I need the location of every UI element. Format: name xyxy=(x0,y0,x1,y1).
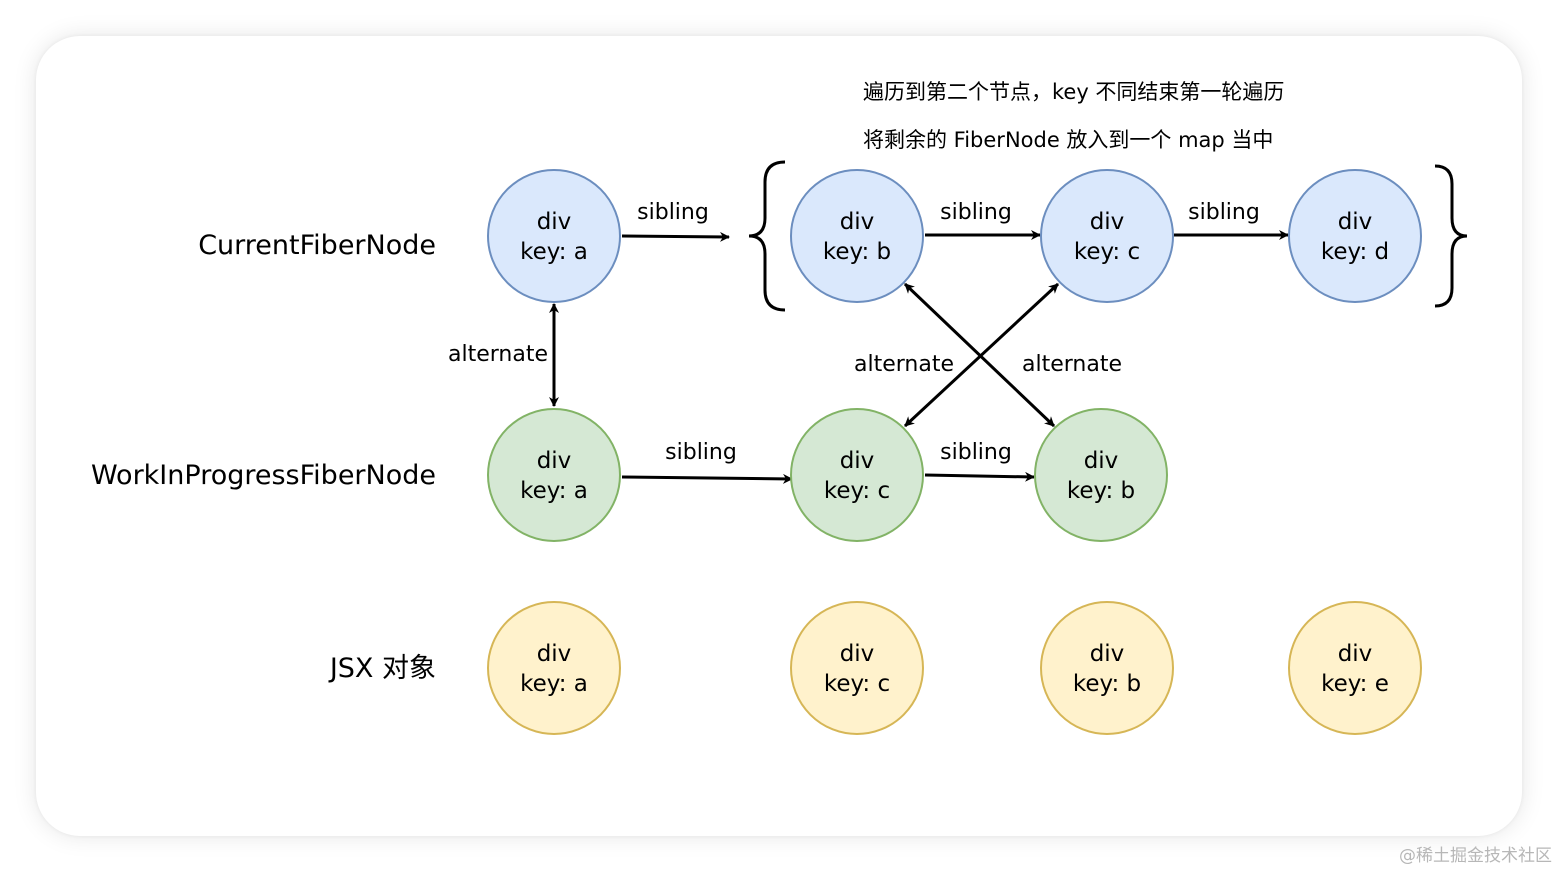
edge-sibling-wip-a xyxy=(621,473,793,484)
node-wip-c: div key: c xyxy=(790,408,924,542)
node-type-label: div xyxy=(1338,641,1373,667)
node-key-label: key: b xyxy=(1067,478,1135,504)
node-cur-d: div key: d xyxy=(1288,169,1422,303)
node-key-label: key: a xyxy=(520,671,588,697)
node-type-label: div xyxy=(1084,448,1119,474)
node-wip-a: div key: a xyxy=(487,408,621,542)
node-circle xyxy=(487,169,621,303)
right-brace xyxy=(1434,164,1468,308)
annotation-line-2: 将剩余的 FiberNode 放入到一个 map 当中 xyxy=(863,128,1273,152)
node-type-label: div xyxy=(840,448,875,474)
edge-label-sibling-wip-a: sibling xyxy=(665,440,737,465)
node-circle xyxy=(1288,169,1422,303)
node-wip-b: div key: b xyxy=(1034,408,1168,542)
node-key-label: key: b xyxy=(823,239,891,265)
node-cur-b: div key: b xyxy=(790,169,924,303)
node-circle xyxy=(1288,601,1422,735)
edge-label-alternate-a: alternate xyxy=(448,342,548,367)
node-key-label: key: a xyxy=(520,478,588,504)
node-circle xyxy=(1040,169,1174,303)
node-circle xyxy=(1040,601,1174,735)
node-key-label: key: b xyxy=(1073,671,1141,697)
node-type-label: div xyxy=(840,209,875,235)
node-type-label: div xyxy=(1090,641,1125,667)
row-label-wip: WorkInProgressFiberNode xyxy=(91,460,436,491)
node-circle xyxy=(790,408,924,542)
node-circle xyxy=(790,601,924,735)
node-jsx-c: div key: c xyxy=(790,601,924,735)
node-key-label: key: e xyxy=(1321,671,1389,697)
edge-label-alternate-b: alternate xyxy=(1022,352,1122,377)
edge-label-sibling-wip-c: sibling xyxy=(940,440,1012,465)
row-label-current: CurrentFiberNode xyxy=(198,230,436,261)
edge-label-sibling-cur-a: sibling xyxy=(637,200,709,225)
node-key-label: key: d xyxy=(1321,239,1389,265)
edge-sibling-wip-c xyxy=(924,471,1035,482)
edge-label-alternate-c: alternate xyxy=(854,352,954,377)
node-key-label: key: c xyxy=(1074,239,1140,265)
node-type-label: div xyxy=(1338,209,1373,235)
node-circle xyxy=(790,169,924,303)
edge-label-sibling-cur-b: sibling xyxy=(940,200,1012,225)
watermark: @稀土掘金技术社区 xyxy=(1399,846,1552,866)
edge-label-sibling-cur-c: sibling xyxy=(1188,200,1260,225)
node-key-label: key: c xyxy=(824,671,890,697)
edge-alternate-c xyxy=(903,282,1060,428)
edge-sibling-cur-a xyxy=(621,231,730,242)
node-key-label: key: c xyxy=(824,478,890,504)
annotation-line-1: 遍历到第二个节点，key 不同结束第一轮遍历 xyxy=(863,80,1284,104)
nodes-layer: div key: a div key: b div key: c div key: d div k… xyxy=(487,169,1422,735)
node-type-label: div xyxy=(1090,209,1125,235)
row-label-jsx: JSX 对象 xyxy=(328,653,436,684)
node-circle xyxy=(487,408,621,542)
node-type-label: div xyxy=(537,209,572,235)
node-jsx-b: div key: b xyxy=(1040,601,1174,735)
node-circle xyxy=(487,601,621,735)
node-type-label: div xyxy=(537,641,572,667)
node-jsx-e: div key: e xyxy=(1288,601,1422,735)
node-type-label: div xyxy=(840,641,875,667)
left-brace xyxy=(748,160,786,312)
node-circle xyxy=(1034,408,1168,542)
node-type-label: div xyxy=(537,448,572,474)
diagram-card xyxy=(36,36,1522,836)
node-cur-c: div key: c xyxy=(1040,169,1174,303)
node-key-label: key: a xyxy=(520,239,588,265)
node-jsx-a: div key: a xyxy=(487,601,621,735)
node-cur-a: div key: a xyxy=(487,169,621,303)
